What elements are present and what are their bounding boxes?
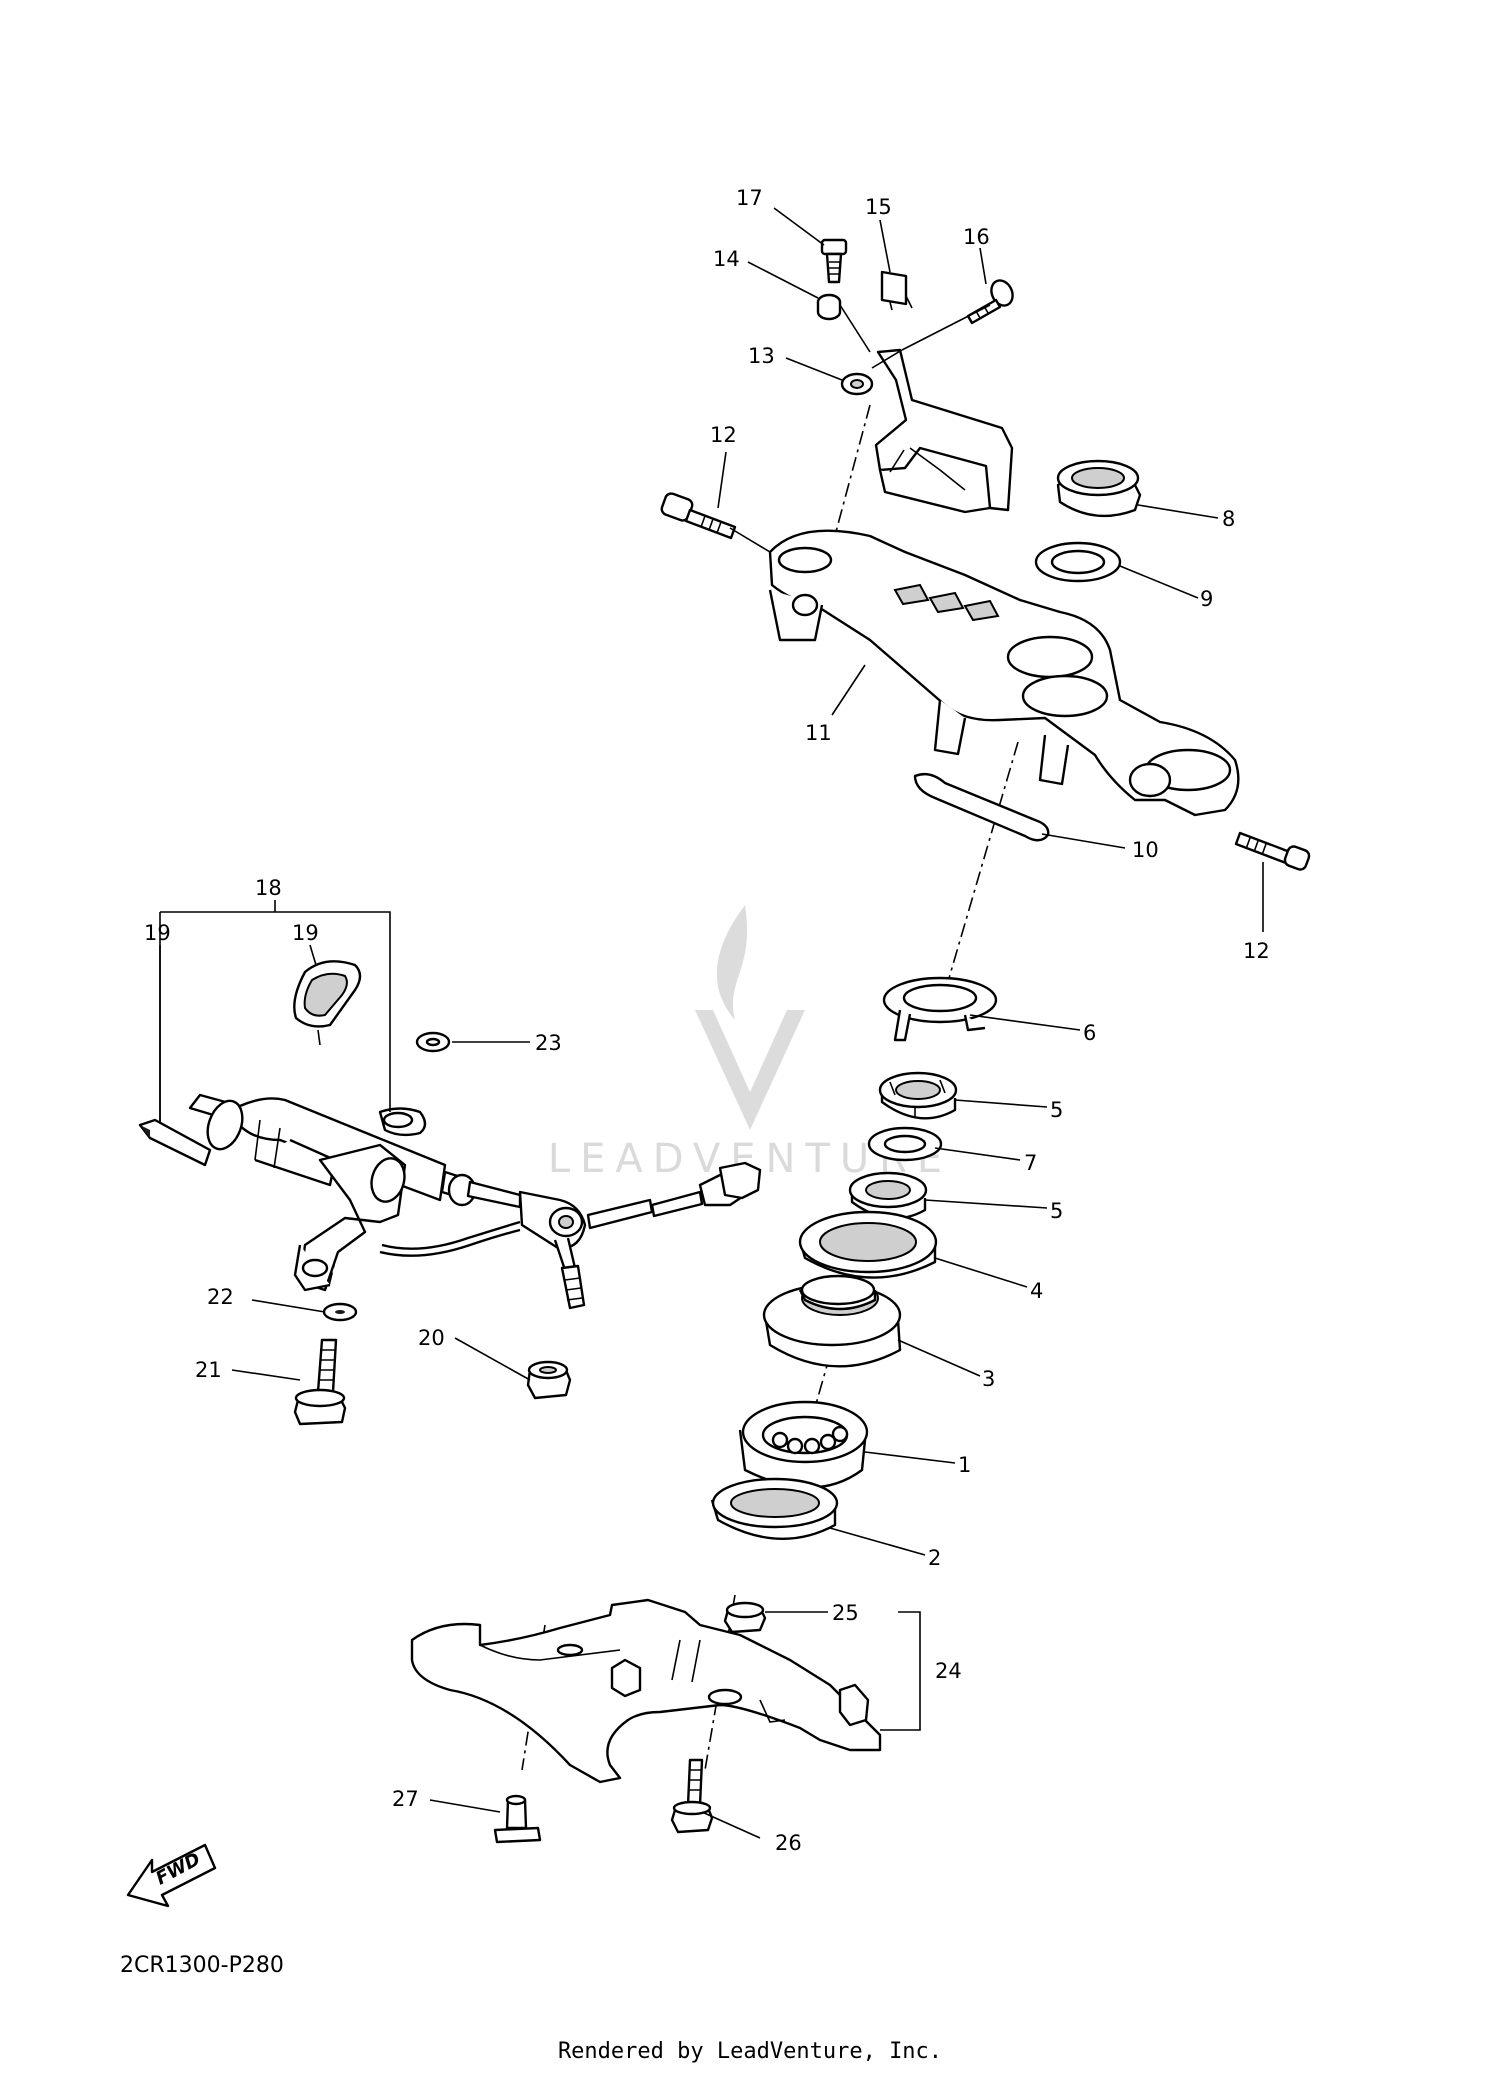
callout-18: 18	[255, 876, 282, 900]
part-21-bolt	[293, 1338, 347, 1426]
callout-2: 2	[928, 1546, 941, 1570]
part-12-bolt-lower	[1234, 831, 1311, 871]
part-7-washer	[867, 1126, 943, 1162]
part-4-seal	[798, 1210, 938, 1279]
callout-1: 1	[958, 1453, 971, 1477]
bracket-bolt-axis	[814, 404, 871, 611]
part-9-washer	[1034, 541, 1122, 583]
stem-axis-line	[946, 741, 1019, 986]
footer-credit: Rendered by LeadVenture, Inc.	[558, 2039, 942, 2064]
part-6-lock-washer	[882, 976, 998, 1042]
part-8-nut	[1056, 459, 1142, 518]
callout-12-upper: 12	[710, 423, 737, 447]
callout-14: 14	[713, 247, 740, 271]
part-19-pad	[138, 1118, 212, 1167]
callout-24: 24	[935, 1659, 962, 1683]
callout-20: 20	[418, 1326, 445, 1350]
callout-5-upper: 5	[1050, 1098, 1063, 1122]
callout-6: 6	[1083, 1021, 1096, 1045]
part-14-collar	[816, 293, 842, 321]
part-1-bearing-race	[738, 1400, 869, 1489]
part-25-nut	[723, 1601, 767, 1634]
callout-17: 17	[736, 186, 763, 210]
part-19-strap	[293, 960, 362, 1046]
callout-23: 23	[535, 1031, 562, 1055]
callout-9: 9	[1200, 587, 1213, 611]
part-27-rivet	[493, 1794, 542, 1844]
callout-16: 16	[963, 225, 990, 249]
part-22-washer	[322, 1302, 358, 1322]
fwd-arrow-icon: FWD	[126, 1843, 217, 1908]
callout-7: 7	[1024, 1151, 1037, 1175]
part-12-bolt-upper	[660, 492, 737, 540]
part-5-ring-nut-upper	[878, 1071, 958, 1120]
part-23-washer	[415, 1031, 451, 1053]
callout-15: 15	[865, 195, 892, 219]
callout-25: 25	[832, 1601, 859, 1625]
callout-10: 10	[1132, 838, 1159, 862]
callout-4: 4	[1030, 1279, 1043, 1303]
part-26-bolt	[670, 1758, 714, 1834]
part-10-wire	[913, 772, 1050, 842]
part-18-steering-damper	[188, 1093, 762, 1310]
part-13-bracket	[840, 348, 1014, 514]
callout-12-lower: 12	[1243, 939, 1270, 963]
callout-26: 26	[775, 1831, 802, 1855]
callout-22: 22	[207, 1285, 234, 1309]
part-24-guard	[410, 1598, 882, 1784]
part-2-dust-seal	[710, 1477, 839, 1540]
part-17-bolt	[820, 238, 848, 284]
callout-8: 8	[1222, 507, 1235, 531]
callout-labels: 17 15 16 14 13 12 8 9 11 10 12 18 19 19 …	[144, 186, 1270, 1855]
callout-11: 11	[805, 721, 832, 745]
callout-19-right: 19	[292, 921, 319, 945]
part-11-upper-bracket	[768, 529, 1240, 817]
diagram-code: 2CR1300-P280	[120, 1953, 284, 1978]
part-15-clip	[880, 270, 913, 311]
part-3-bearing	[762, 1274, 902, 1368]
part-20-nut	[526, 1360, 572, 1400]
callout-13: 13	[748, 344, 775, 368]
callout-21: 21	[195, 1358, 222, 1382]
leader-lines	[159, 207, 1264, 1839]
part-16-screw	[966, 279, 1014, 325]
callout-5-lower: 5	[1050, 1199, 1063, 1223]
callout-27: 27	[392, 1787, 419, 1811]
callout-19-left: 19	[144, 921, 171, 945]
callout-3: 3	[982, 1367, 995, 1391]
